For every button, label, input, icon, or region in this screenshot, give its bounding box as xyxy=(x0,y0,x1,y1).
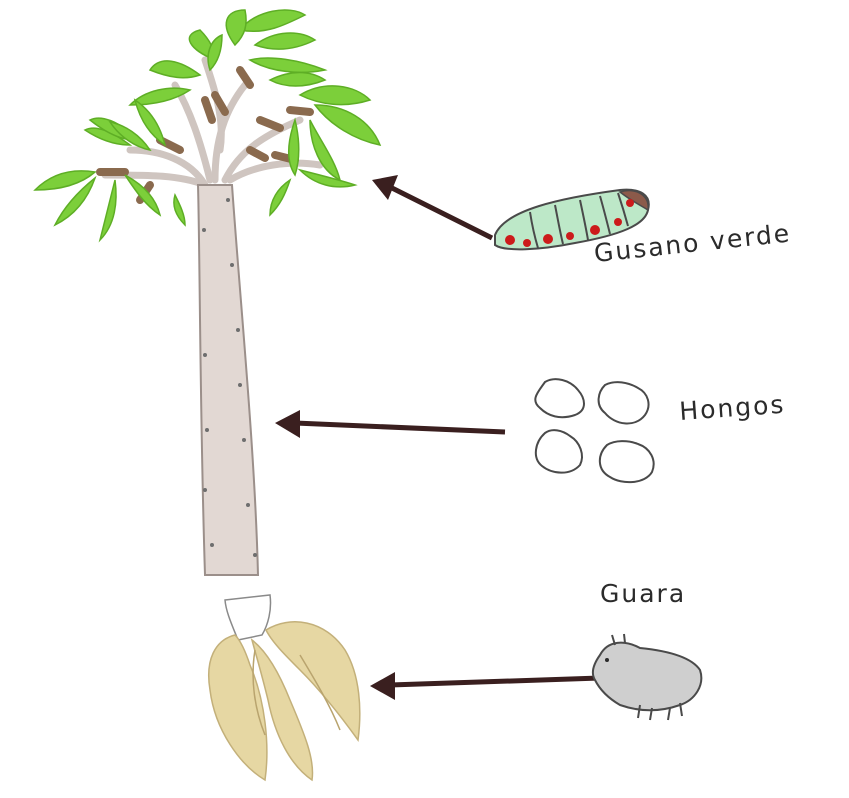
fungus-spot-3 xyxy=(536,430,582,472)
cassava-plant xyxy=(35,10,380,780)
arrow-worm-to-leaves xyxy=(372,175,492,238)
fungus-spot-1 xyxy=(535,379,584,417)
fungus-spot-2 xyxy=(599,382,649,423)
root-crown xyxy=(225,595,271,640)
guara-animal-icon xyxy=(593,634,701,720)
plant-stem xyxy=(198,185,258,575)
label-guara: Guara xyxy=(600,579,686,608)
arrow-fungi-to-stem xyxy=(275,410,505,438)
arrow-guara-to-roots xyxy=(370,672,600,700)
fungus-spot-4 xyxy=(600,441,654,482)
label-hongos: Hongos xyxy=(678,390,786,426)
cassava-roots xyxy=(209,622,360,780)
fungi-icon xyxy=(535,379,653,482)
